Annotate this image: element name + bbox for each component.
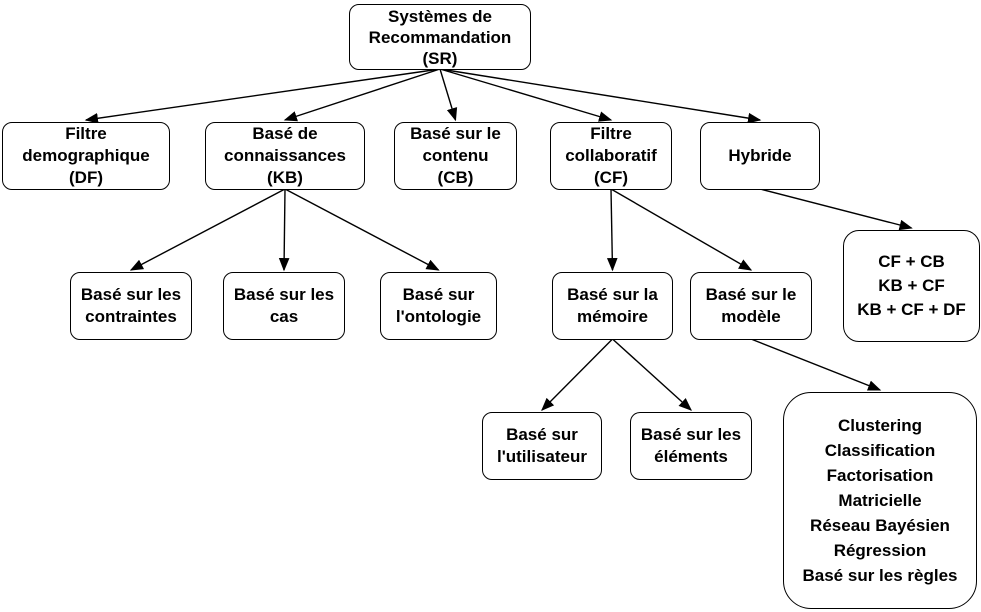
edge-modele-to-model_methods [750, 338, 882, 391]
edge-root-to-hybride [439, 68, 762, 124]
edge-cf-to-modele [610, 188, 753, 271]
node-systemes-de-recommandation: Systèmes de Recommandation (SR) [349, 4, 531, 70]
edge-memoire-to-elements [612, 338, 692, 411]
edge-kb-to-ontologie [284, 188, 440, 271]
node-base-sur-le-contenu: Basé sur le contenu (CB) [394, 122, 517, 190]
node-base-sur-le-modele: Basé sur le modèle [690, 272, 812, 340]
node-base-sur-la-memoire: Basé sur la mémoire [552, 272, 673, 340]
node-methodes-basees-modele: Clustering Classification Factorisation … [783, 392, 977, 609]
node-base-sur-ontologie: Basé sur l'ontologie [380, 272, 497, 340]
node-hybride-combinaisons: CF + CB KB + CF KB + CF + DF [843, 230, 980, 342]
edge-hybride-to-hybrid_combos [759, 188, 913, 231]
node-base-de-connaissances: Basé de connaissances (KB) [205, 122, 365, 190]
edge-memoire-to-utilisateur [541, 338, 613, 411]
node-base-sur-les-elements: Basé sur les éléments [630, 412, 752, 480]
edge-root-to-kb [283, 68, 441, 122]
edge-root-to-df [84, 68, 441, 124]
node-base-sur-les-cas: Basé sur les cas [223, 272, 345, 340]
edge-kb-to-contraintes [129, 188, 286, 271]
edge-cf-to-memoire [606, 188, 618, 272]
node-filtre-demographique: Filtre demographique (DF) [2, 122, 170, 190]
node-filtre-collaboratif: Filtre collaboratif (CF) [550, 122, 672, 190]
edge-root-to-cf [439, 68, 613, 122]
node-base-sur-les-contraintes: Basé sur les contraintes [70, 272, 192, 340]
node-hybride: Hybride [700, 122, 820, 190]
edge-root-to-cb [439, 68, 458, 122]
edge-kb-to-cas [278, 188, 290, 272]
node-base-sur-utilisateur: Basé sur l'utilisateur [482, 412, 602, 480]
